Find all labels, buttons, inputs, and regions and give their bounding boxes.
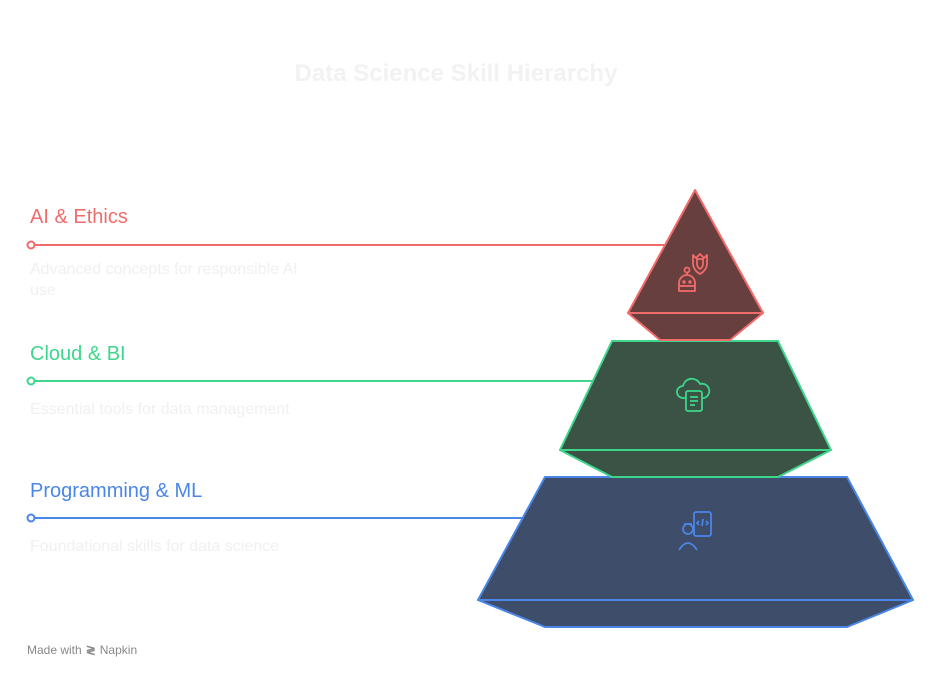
developer-code-icon [678, 511, 712, 551]
napkin-brand-text: Napkin [99, 643, 138, 657]
pyramid-tier-ai-ethics [627, 189, 764, 341]
pyramid-tier-programming-ml [477, 476, 914, 628]
level-label-cloud-bi: Cloud & BI [30, 343, 126, 365]
connector-cloud-bi [26, 376, 595, 386]
connector-programming-ml [26, 513, 525, 523]
robot-shield-icon [678, 253, 708, 292]
level-description-ai-ethics: Advanced concepts for responsible AI use [30, 261, 298, 299]
connector-ai-ethics [26, 240, 668, 250]
pyramid-tier-cloud-bi [559, 340, 832, 478]
level-label-ai-ethics: AI & Ethics [30, 206, 128, 228]
napkin-logo-icon: ≷ [85, 643, 96, 657]
level-description-programming-ml: Foundational skills for data science [30, 538, 280, 555]
napkin-watermark: Made with ≷ Napkin [27, 643, 137, 657]
diagram-title: Data Science Skill Hierarchy [294, 60, 618, 87]
cloud-document-icon [676, 377, 711, 412]
level-label-programming-ml: Programming & ML [30, 480, 203, 502]
level-description-cloud-bi: Essential tools for data management [30, 401, 290, 418]
made-with-text: Made with [27, 643, 82, 657]
